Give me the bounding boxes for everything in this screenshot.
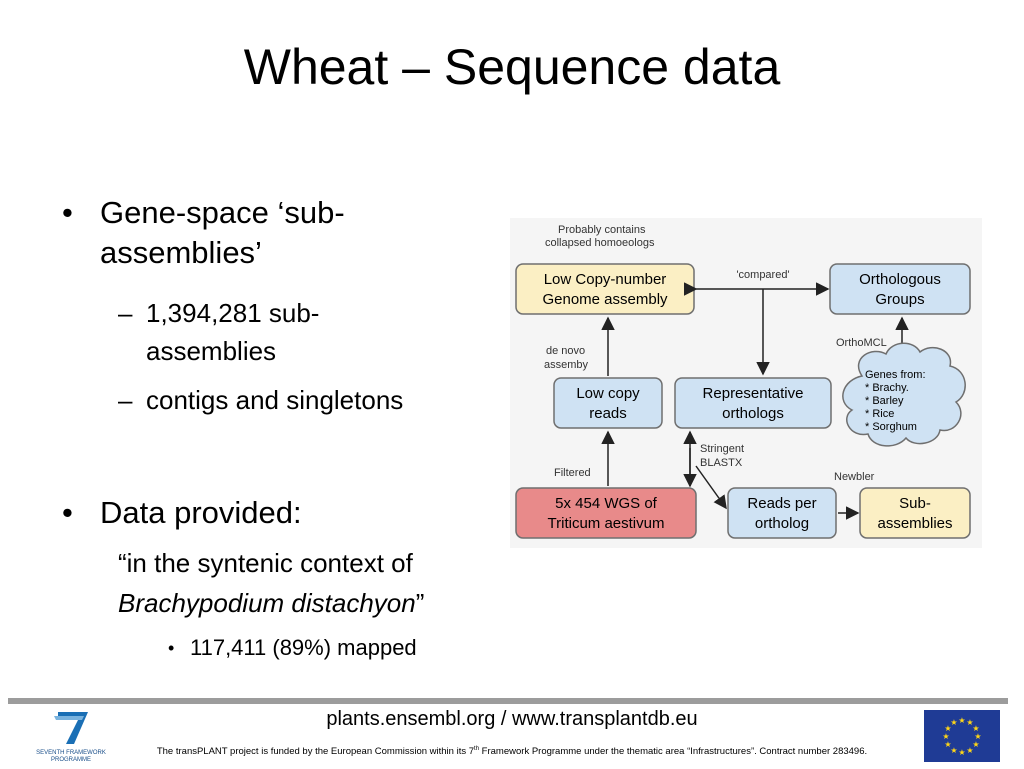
box-rep-l1: Representative: [703, 385, 804, 402]
sub-bullet-text-l2: assemblies: [146, 336, 277, 366]
bullet-text: 117,411 (89%) mapped: [190, 635, 417, 660]
svg-text:★: ★: [942, 732, 949, 741]
label-filtered: Filtered: [554, 467, 591, 479]
svg-text:★: ★: [944, 740, 951, 749]
label-stringent-l1: Stringent: [700, 443, 744, 455]
box-orthologous-groups: [829, 263, 971, 315]
note-b: Framework Programme under the thematic a…: [479, 746, 868, 758]
box-wgs-l1: 5x 454 WGS of: [555, 495, 658, 512]
note-sup: th: [474, 746, 480, 752]
footer-url: plants.ensembl.org / www.transplantdb.eu: [326, 708, 698, 730]
box-low-copy-l2: Genome assembly: [542, 291, 668, 308]
bullet-text-l2: assemblies’: [100, 235, 262, 270]
box-reads-l2: reads: [589, 405, 627, 422]
box-low-copy-reads: [553, 377, 663, 429]
cloud-l2: * Brachy.: [865, 382, 909, 394]
bullet-text-l1: Gene-space ‘sub-: [100, 195, 345, 230]
svg-text:★: ★: [944, 724, 951, 733]
arrow-to-reads-per-ortholog: [695, 465, 727, 510]
pipeline-diagram: Probably contains collapsed homoeologs L…: [510, 218, 982, 548]
box-sub-assemblies: [859, 487, 971, 539]
label-stringent-l2: BLASTX: [700, 457, 743, 469]
note-probably-l2: collapsed homoeologs: [545, 237, 655, 249]
box-readsper-l2: ortholog: [755, 515, 809, 532]
svg-text:★: ★: [958, 716, 965, 725]
quote-line-2: Brachypodium distachyon”: [118, 586, 424, 620]
cloud-l5: * Sorghum: [865, 421, 917, 433]
footer-divider: [8, 698, 1008, 704]
svg-text:★: ★: [974, 732, 981, 741]
fp7-text-l1: SEVENTH FRAMEWORK: [36, 750, 106, 756]
svg-text:★: ★: [950, 718, 957, 727]
label-denovo-l1: de novo: [546, 345, 585, 357]
eu-flag: ★ ★ ★ ★ ★ ★ ★ ★ ★ ★ ★ ★: [924, 710, 1000, 762]
dash-marker: –: [118, 385, 133, 415]
box-readsper-l1: Reads per: [747, 495, 816, 512]
note-probably-l1: Probably contains: [558, 224, 646, 236]
svg-text:★: ★: [972, 740, 979, 749]
note-a: The transPLANT project is funded by the …: [156, 746, 475, 758]
box-ortho-l1: Orthologous: [859, 271, 941, 288]
cloud-l1: Genes from:: [865, 369, 926, 381]
label-compared: 'compared': [736, 269, 789, 281]
label-orthomcl: OrthoMCL: [836, 337, 887, 349]
svg-text:★: ★: [966, 746, 973, 755]
slide-title: Wheat – Sequence data: [243, 39, 781, 95]
box-rep-l2: orthologs: [722, 405, 784, 422]
svg-text:★: ★: [950, 746, 957, 755]
box-low-copy-l1: Low Copy-number: [544, 271, 667, 288]
bullet-dot: •: [62, 495, 73, 530]
box-reads-per-ortholog: [727, 487, 837, 539]
box-sub-l2: assemblies: [877, 515, 952, 532]
box-ortho-l2: Groups: [875, 291, 924, 308]
box-representative-orthologs: [674, 377, 832, 429]
box-reads-l1: Low copy: [576, 385, 640, 402]
fp7-text-l2: PROGRAMME: [51, 757, 91, 763]
bullet-text: Data provided:: [100, 495, 302, 530]
svg-text:★: ★: [972, 724, 979, 733]
cloud-genes: [842, 342, 966, 447]
label-denovo-l2: assemby: [544, 359, 589, 371]
quote-italic: Brachypodium distachyon: [118, 588, 416, 618]
cloud-l4: * Rice: [865, 408, 894, 420]
bullet-dot: •: [168, 638, 175, 658]
box-sub-l1: Sub-: [899, 495, 931, 512]
footer-funding-note: The transPLANT project is funded by the …: [0, 746, 1024, 757]
cloud-l3: * Barley: [865, 395, 904, 407]
box-wgs-l2: Triticum aestivum: [548, 515, 665, 532]
svg-text:★: ★: [966, 718, 973, 727]
fp7-logo: SEVENTH FRAMEWORK PROGRAMME: [36, 708, 106, 764]
quote-end: ”: [415, 588, 425, 618]
box-wgs: [515, 487, 697, 539]
sub-bullet-text: contigs and singletons: [146, 385, 404, 415]
dash-marker: –: [118, 298, 133, 328]
svg-text:★: ★: [958, 748, 965, 757]
sub-bullet-text-l1: 1,394,281 sub-: [146, 298, 320, 328]
quote-line-1: “in the syntenic context of: [118, 548, 413, 578]
bullet-dot: •: [62, 195, 73, 230]
label-newbler: Newbler: [834, 471, 875, 483]
